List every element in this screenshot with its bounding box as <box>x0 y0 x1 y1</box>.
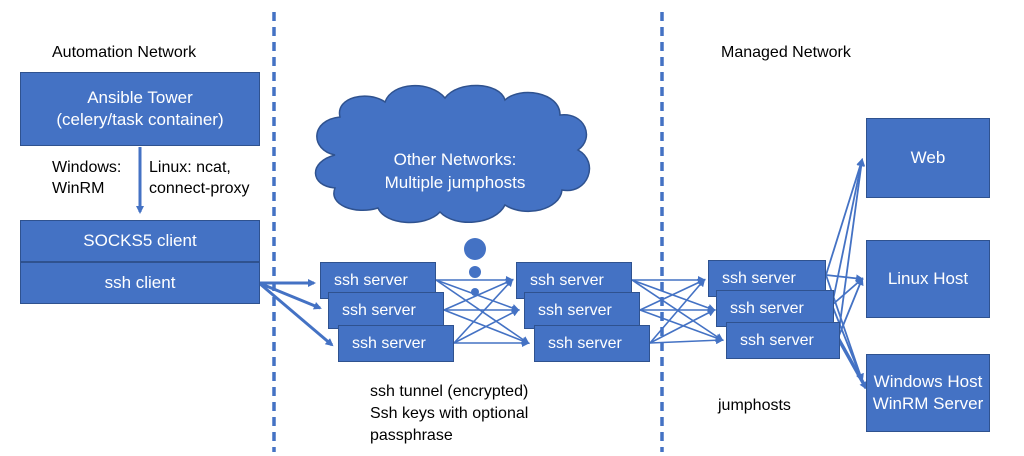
cloud-shape <box>314 84 591 224</box>
host-fanout <box>825 158 868 390</box>
ssh-server-g2-3: ssh server <box>534 325 650 362</box>
ssh-server-g1-3: ssh server <box>338 325 454 362</box>
thought-bubble-large <box>464 238 486 260</box>
ssh-server-g2-2: ssh server <box>524 292 640 329</box>
linux-connection-label: Linux: ncat, connect-proxy <box>149 159 250 197</box>
client-fanout <box>258 279 334 347</box>
web-host-box: Web <box>866 118 990 198</box>
ssh-server-g1-2: ssh server <box>328 292 444 329</box>
ansible-tower-box: Ansible Tower (celery/task container) <box>20 72 260 146</box>
automation-network-title: Automation Network <box>52 44 197 61</box>
windows-connection-label: Windows: WinRM <box>52 159 122 197</box>
ssh-client-box: ssh client <box>20 262 260 304</box>
cloud-label: Other Networks: Multiple jumphosts <box>384 150 526 192</box>
linux-host-box: Linux Host <box>866 240 990 318</box>
managed-network-title: Managed Network <box>721 44 851 61</box>
ssh-tunnel-note: ssh tunnel (encrypted) Ssh keys with opt… <box>370 383 529 444</box>
windows-host-box: Windows Host WinRM Server <box>866 354 990 432</box>
mesh-left <box>435 276 530 347</box>
thought-bubble-medium <box>469 266 481 278</box>
socks5-client-box: SOCKS5 client <box>20 220 260 262</box>
ssh-server-g3-3: ssh server <box>726 322 840 359</box>
thought-bubble-small <box>471 288 479 296</box>
jumphosts-label: jumphosts <box>718 397 791 414</box>
mesh-right <box>631 276 724 345</box>
